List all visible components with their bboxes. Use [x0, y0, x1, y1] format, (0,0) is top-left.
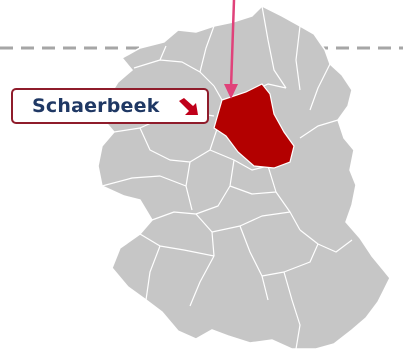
municipality-borders	[101, 5, 353, 349]
pointer-arrow-icon	[224, 0, 238, 99]
schaerbeek-highlight	[213, 83, 295, 169]
diagonal-arrow-icon	[179, 98, 198, 115]
municipality-label: Schaerbeek	[11, 88, 209, 124]
municipality-label-text: Schaerbeek	[32, 95, 160, 117]
